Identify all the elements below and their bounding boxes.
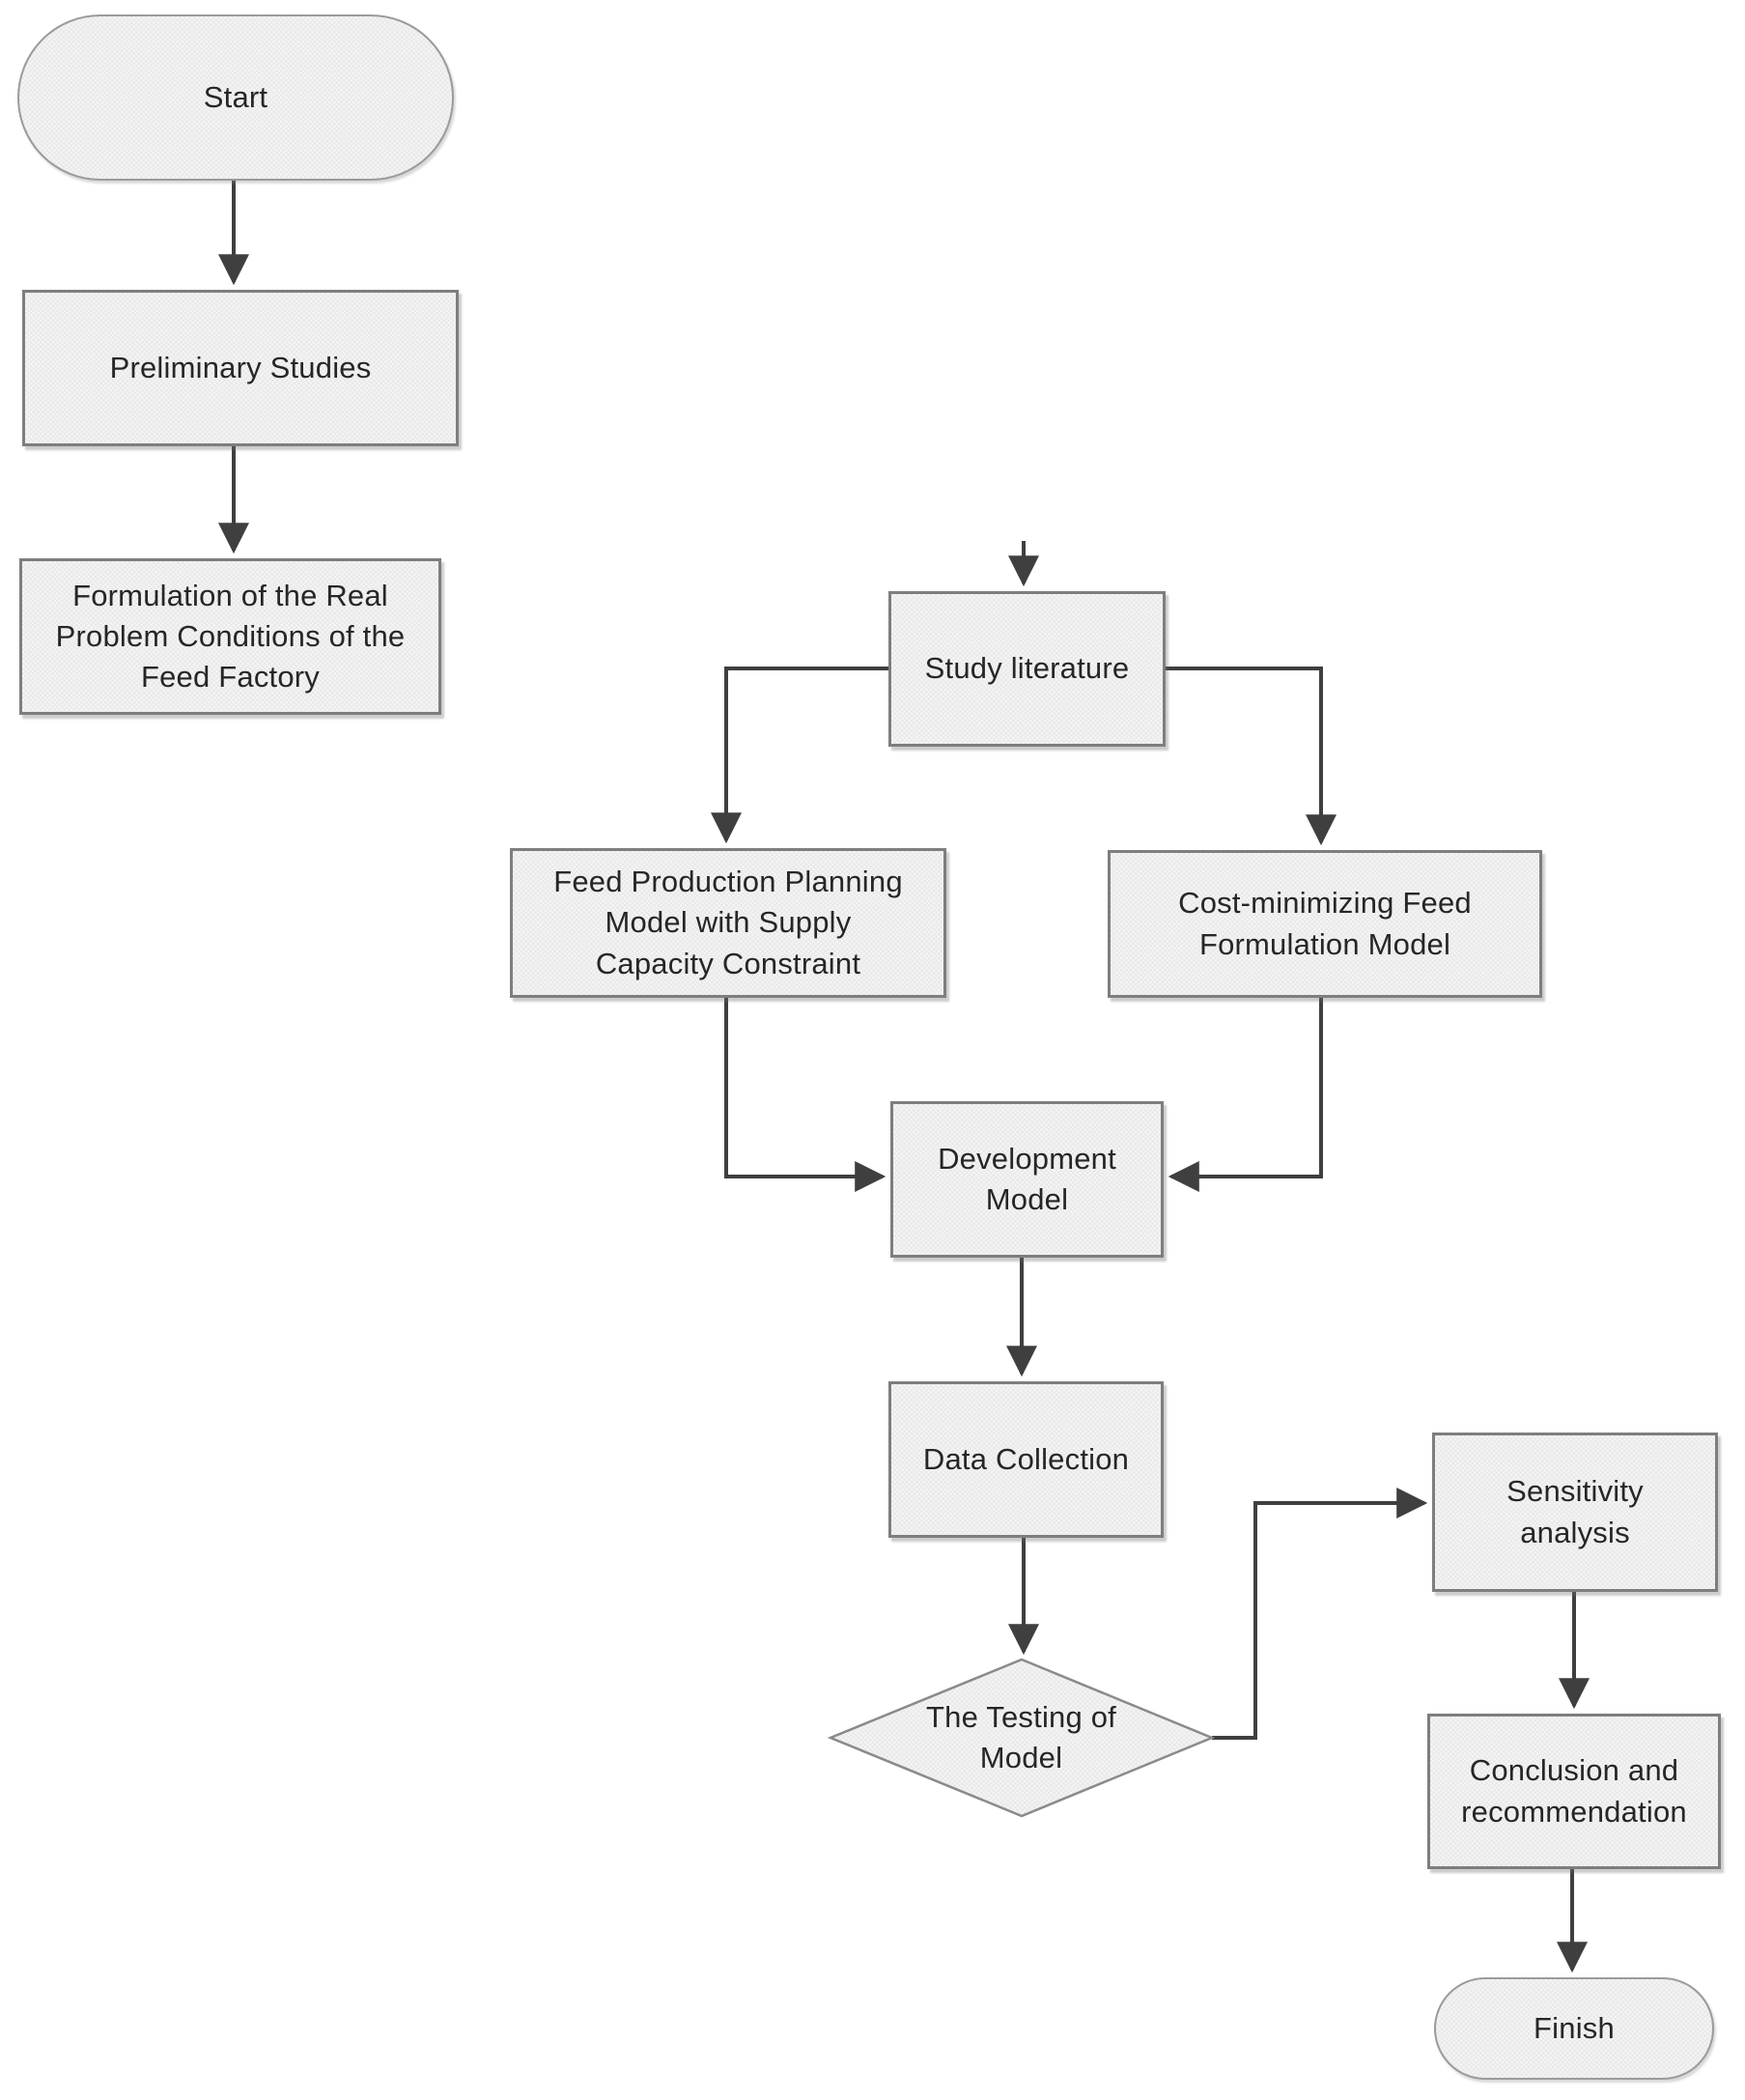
cost-minimizing-label: Cost-minimizing Feed Formulation Model [1178, 886, 1472, 961]
study-literature-label: Study literature [924, 651, 1130, 686]
edge-study-literature-feed-production [711, 667, 888, 844]
conclusion-node: Conclusion and recommendation [1427, 1714, 1721, 1869]
edge-study-literature-cost-minimizing [1166, 667, 1337, 846]
start-label: Start [203, 79, 268, 114]
preliminary-studies-node: Preliminary Studies [22, 290, 459, 446]
testing-of-model-label: The Testing of Model [926, 1699, 1116, 1774]
cost-minimizing-node: Cost-minimizing Feed Formulation Model [1108, 850, 1542, 998]
data-collection-node: Data Collection [888, 1381, 1164, 1538]
formulation-node: Formulation of the Real Problem Conditio… [19, 558, 441, 715]
development-model-node: Development Model [890, 1101, 1164, 1258]
feed-production-planning-label: Feed Production Planning Model with Supp… [553, 865, 903, 980]
start-node: Start [17, 14, 454, 181]
finish-label: Finish [1534, 2010, 1615, 2045]
edge-testing-sensitivity [1212, 1488, 1428, 1740]
data-collection-label: Data Collection [922, 1441, 1130, 1476]
finish-node: Finish [1434, 1977, 1714, 2080]
sensitivity-analysis-label: Sensitivity analysis [1506, 1474, 1644, 1549]
conclusion-label: Conclusion and recommendation [1461, 1753, 1687, 1829]
testing-of-model-node: The Testing of Model [830, 1660, 1212, 1816]
sensitivity-analysis-node: Sensitivity analysis [1432, 1433, 1718, 1592]
formulation-label: Formulation of the Real Problem Conditio… [55, 578, 406, 695]
study-literature-node: Study literature [888, 591, 1166, 747]
edge-cost-minimizing-development [1168, 998, 1323, 1192]
preliminary-studies-label: Preliminary Studies [109, 350, 372, 384]
feed-production-planning-node: Feed Production Planning Model with Supp… [510, 848, 946, 998]
development-model-label: Development Model [938, 1141, 1116, 1216]
edge-feed-production-development [724, 998, 887, 1192]
